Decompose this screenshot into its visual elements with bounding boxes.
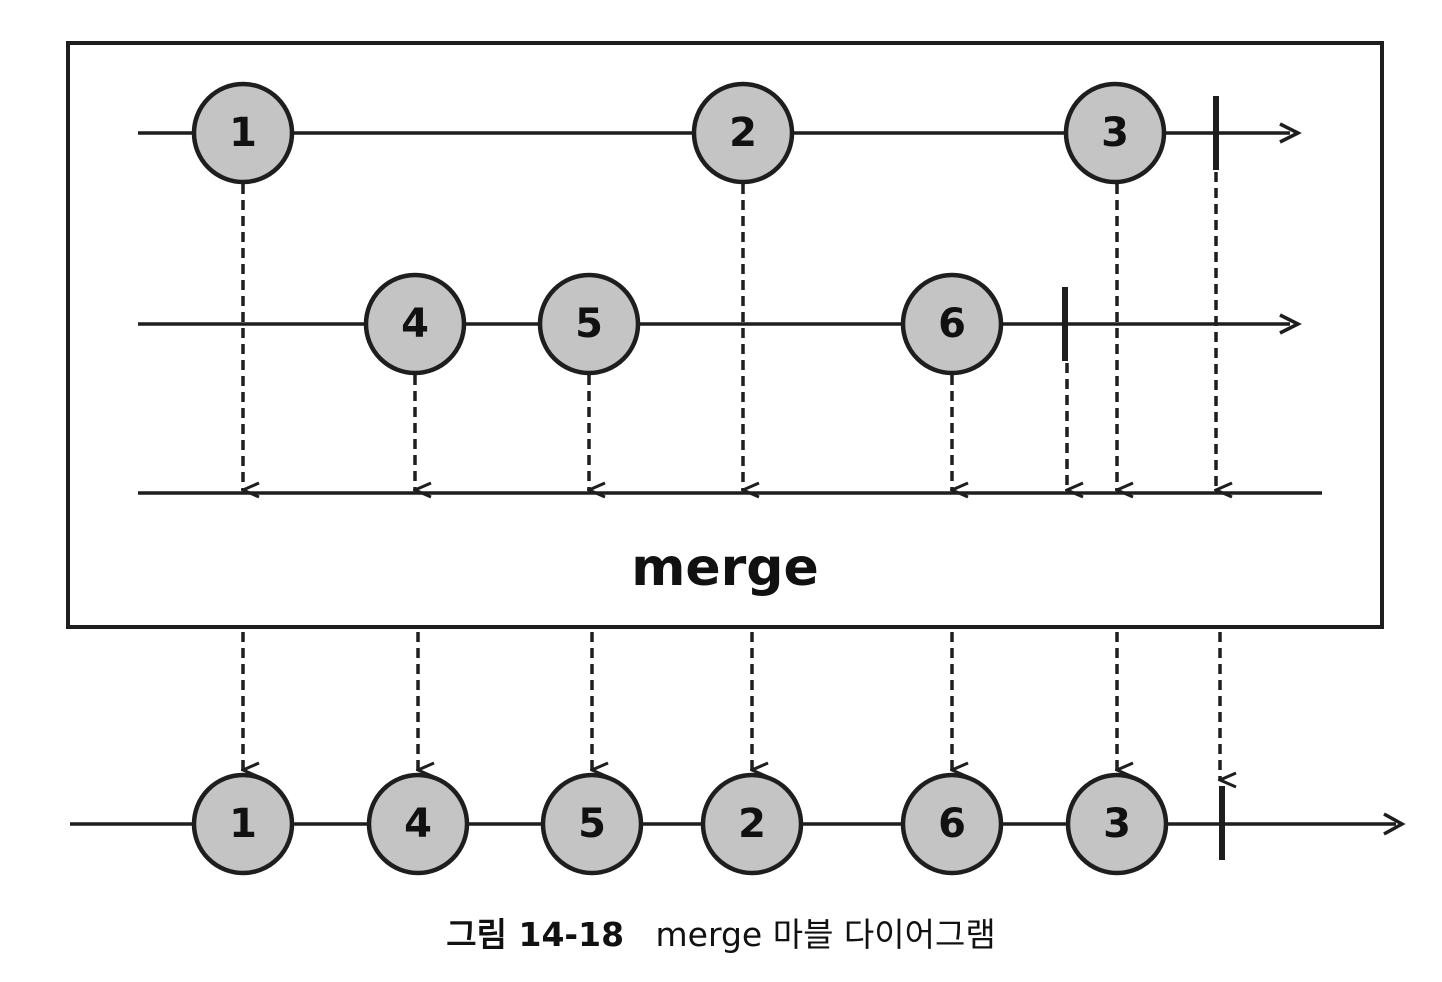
marble: 6 bbox=[900, 772, 1004, 876]
figure-title: merge 마블 다이어그램 bbox=[655, 915, 996, 954]
svg-text:3: 3 bbox=[1101, 110, 1129, 156]
inner-dashed-arrows bbox=[243, 172, 1216, 490]
input-timeline-2 bbox=[138, 313, 1302, 335]
figure-number: 그림 14-18 bbox=[446, 915, 625, 954]
marble: 5 bbox=[540, 772, 644, 876]
marble: 5 bbox=[537, 272, 641, 376]
svg-text:2: 2 bbox=[738, 801, 766, 847]
operator-label: merge bbox=[631, 538, 819, 598]
timeline-arrowhead bbox=[1279, 122, 1302, 144]
marble: 6 bbox=[900, 272, 1004, 376]
svg-text:1: 1 bbox=[229, 110, 257, 156]
svg-text:4: 4 bbox=[401, 301, 429, 347]
marble: 4 bbox=[363, 272, 467, 376]
marble: 3 bbox=[1063, 81, 1167, 185]
marble: 2 bbox=[700, 772, 804, 876]
marble: 2 bbox=[691, 81, 795, 185]
svg-text:1: 1 bbox=[229, 801, 257, 847]
svg-text:4: 4 bbox=[404, 801, 432, 847]
marble: 1 bbox=[191, 772, 295, 876]
marble: 4 bbox=[366, 772, 470, 876]
svg-text:6: 6 bbox=[938, 301, 966, 347]
svg-text:5: 5 bbox=[578, 801, 606, 847]
timeline-arrowhead bbox=[1383, 812, 1406, 836]
timeline-arrowhead bbox=[1279, 313, 1302, 335]
figure-caption: 그림 14-18 merge 마블 다이어그램 bbox=[0, 908, 1442, 956]
svg-text:5: 5 bbox=[575, 301, 603, 347]
marble: 3 bbox=[1065, 772, 1169, 876]
svg-text:3: 3 bbox=[1103, 801, 1131, 847]
svg-text:6: 6 bbox=[938, 801, 966, 847]
marble-diagram: 1 2 3 4 5 6 merge 1 4 5 2 6 bbox=[66, 41, 1406, 876]
outer-dashed-arrows bbox=[243, 632, 1220, 780]
marble: 1 bbox=[191, 81, 295, 185]
svg-text:2: 2 bbox=[729, 110, 757, 156]
